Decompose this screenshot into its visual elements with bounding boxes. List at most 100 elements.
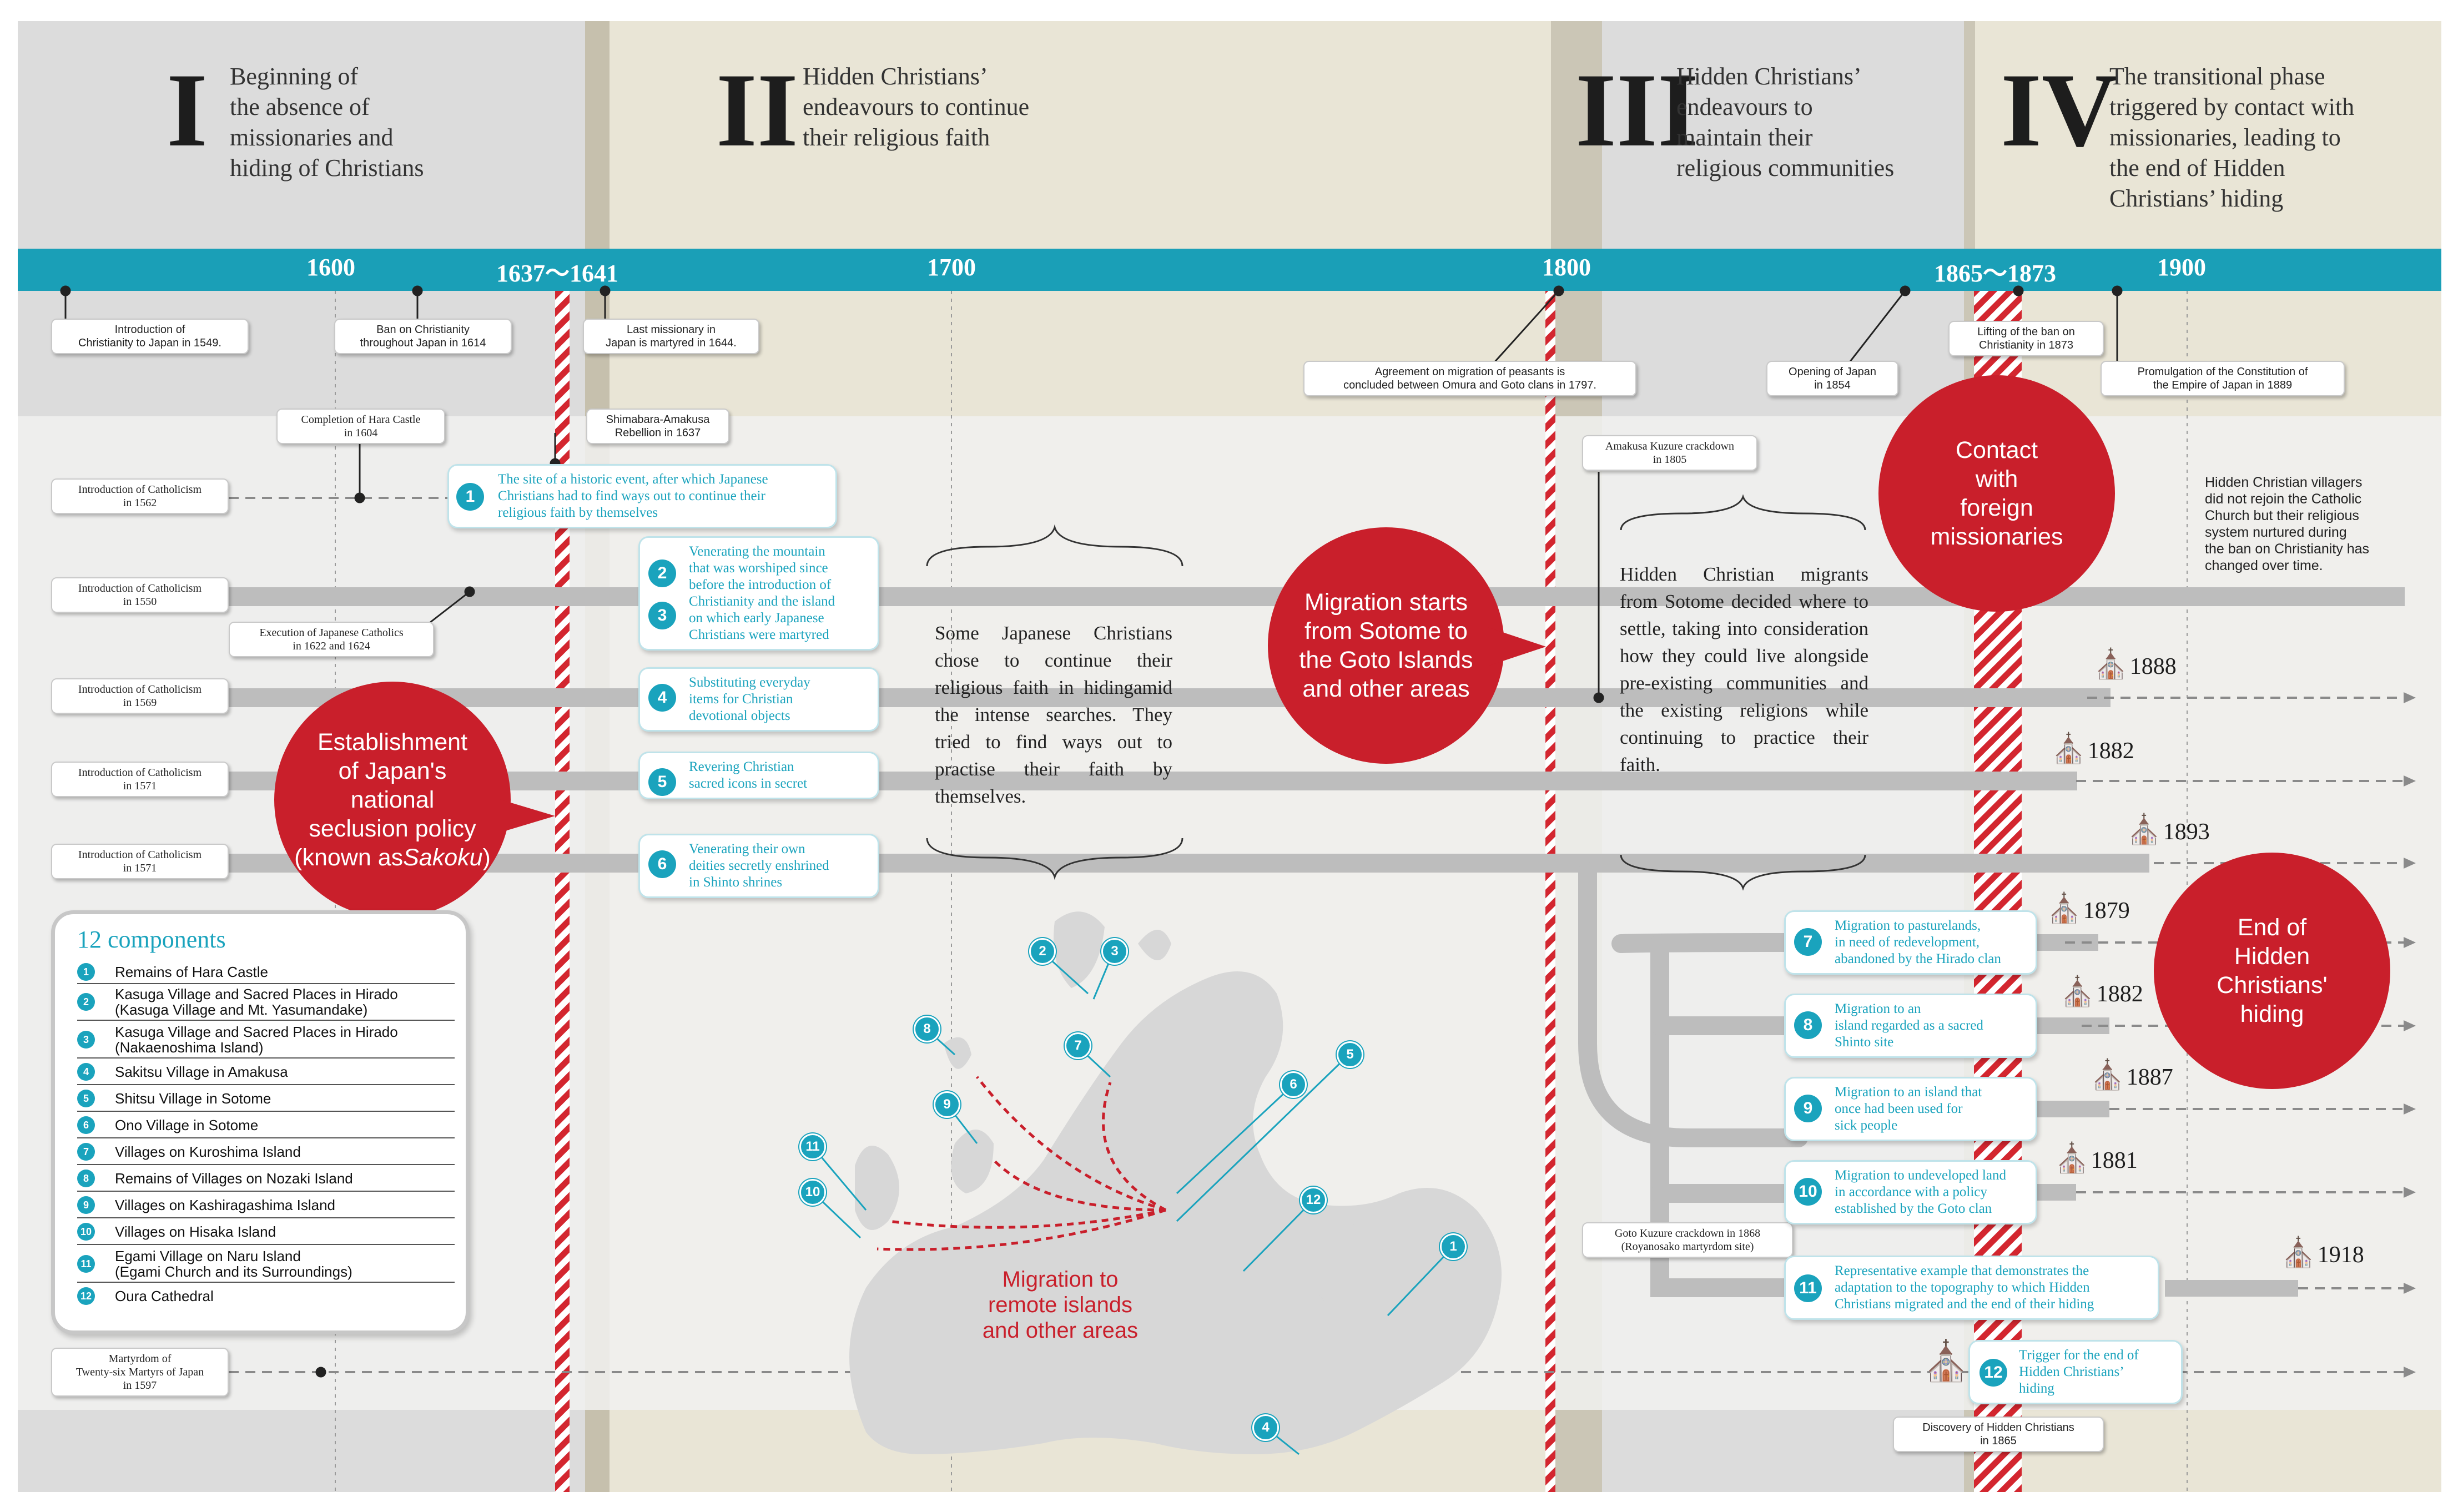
church-year-5: ⛪1882 bbox=[2059, 976, 2143, 1008]
component-box-5: Revering Christian sacred icons in secre… bbox=[638, 752, 879, 799]
end-hiding-circle: End of Hidden Christians' hiding bbox=[2154, 853, 2390, 1089]
event-1889: Promulgation of the Constitution of the … bbox=[2101, 361, 2345, 396]
seclusion-circle: Establishment of Japan's national seclus… bbox=[274, 682, 511, 918]
church-icon: ⛪ bbox=[2046, 893, 2082, 925]
event-1805: Amakusa Kuzure crackdown in 1805 bbox=[1582, 435, 1757, 471]
church-icon: ⛪ bbox=[2059, 976, 2096, 1008]
church-icon: ⛪ bbox=[2280, 1237, 2316, 1269]
year-1900: 1900 bbox=[2157, 254, 2206, 281]
year-1700: 1700 bbox=[927, 254, 976, 281]
map-marker-9: 9 bbox=[934, 1091, 960, 1118]
event-1614: Ban on Christianity throughout Japan in … bbox=[334, 319, 512, 354]
era4-paragraph: Hidden Christian villagers did not rejoi… bbox=[2205, 475, 2370, 573]
church-year-6: ⛪1887 bbox=[2089, 1060, 2173, 1091]
event-1550: Introduction of Catholicism in 1550 bbox=[51, 577, 229, 613]
map-marker-12: 12 bbox=[1300, 1187, 1327, 1213]
church-year-8: ⛪1918 bbox=[2280, 1237, 2364, 1269]
era-1-title: Beginning of the absence of missionaries… bbox=[230, 63, 424, 182]
map-marker-11: 11 bbox=[799, 1133, 826, 1160]
church-year-2: ⛪1882 bbox=[2051, 733, 2134, 765]
church-year-7: ⛪1881 bbox=[2054, 1143, 2138, 1175]
map-marker-10: 10 bbox=[799, 1179, 826, 1206]
component-num-6: 6 bbox=[648, 850, 676, 878]
event-1597: Martyrdom of Twenty-six Martyrs of Japan… bbox=[51, 1348, 229, 1397]
era3-paragraph: Hidden Christian migrants from Sotome de… bbox=[1620, 563, 1868, 775]
event-1549: Introduction of Christianity to Japan in… bbox=[51, 319, 249, 354]
event-1622: Execution of Japanese Catholics in 1622 … bbox=[229, 622, 434, 657]
component-num-1: 1 bbox=[456, 483, 484, 511]
component-box-9: Migration to an island that once had bee… bbox=[1784, 1077, 2037, 1141]
component-num-3: 3 bbox=[648, 602, 676, 629]
component-box-2-3: Venerating the mountain that was worship… bbox=[638, 536, 879, 651]
event-1569: Introduction of Catholicism in 1569 bbox=[51, 678, 229, 714]
event-1604: Completion of Hara Castle in 1604 bbox=[276, 409, 445, 444]
component-box-8: Migration to an island regarded as a sac… bbox=[1784, 994, 2037, 1058]
legend-title: 12 components bbox=[77, 926, 226, 953]
event-1865: Discovery of Hidden Christians in 1865 bbox=[1893, 1417, 2104, 1452]
event-1868: Goto Kuzure crackdown in 1868 (Royanosak… bbox=[1582, 1222, 1793, 1258]
map-marker-3: 3 bbox=[1101, 938, 1128, 965]
map-marker-6: 6 bbox=[1280, 1071, 1307, 1098]
church-year-3: ⛪1893 bbox=[2126, 814, 2210, 846]
component-num-9: 9 bbox=[1794, 1095, 1822, 1122]
church-year-1: ⛪1888 bbox=[2093, 649, 2177, 681]
event-1644: Last missionary in Japan is martyred in … bbox=[583, 319, 759, 354]
event-1854: Opening of Japan in 1854 bbox=[1766, 361, 1898, 396]
era-4-numeral: IV bbox=[2001, 52, 2118, 169]
component-box-6: Venerating their own deities secretly en… bbox=[638, 834, 879, 898]
seclusion-pointer bbox=[500, 799, 555, 833]
component-num-12: 12 bbox=[1980, 1359, 2007, 1387]
event-1571-b: Introduction of Catholicism in 1571 bbox=[51, 844, 229, 879]
event-1873: Lifting of the ban on Christianity in 18… bbox=[1948, 321, 2104, 356]
church-icon: ⛪ bbox=[2126, 814, 2162, 846]
component-box-1: The site of a historic event, after whic… bbox=[447, 464, 837, 528]
era-2-numeral: II bbox=[716, 52, 798, 169]
era-3-numeral: III bbox=[1575, 52, 1699, 169]
map-marker-7: 7 bbox=[1065, 1032, 1091, 1059]
era-1-numeral: I bbox=[167, 52, 208, 169]
component-box-10: Migration to undeveloped land in accorda… bbox=[1784, 1160, 2037, 1224]
event-1562: Introduction of Catholicism in 1562 bbox=[51, 478, 229, 514]
year-1600: 1600 bbox=[306, 254, 355, 281]
church-icon: ⛪ bbox=[2089, 1060, 2125, 1091]
contact-circle: Contact with foreign missionaries bbox=[1878, 375, 2115, 612]
map-marker-5: 5 bbox=[1337, 1041, 1363, 1068]
event-1571-a: Introduction of Catholicism in 1571 bbox=[51, 762, 229, 797]
era-2-title: Hidden Christians’ endeavours to continu… bbox=[803, 63, 1030, 151]
oura-cathedral-icon: ⛪ bbox=[1922, 1340, 1971, 1383]
year-1800: 1800 bbox=[1542, 254, 1591, 281]
church-icon: ⛪ bbox=[2054, 1143, 2090, 1175]
era-3-title: Hidden Christians’ endeavours to maintai… bbox=[1676, 63, 1895, 182]
component-box-11: Representative example that demonstrates… bbox=[1784, 1256, 2159, 1320]
church-icon: ⛪ bbox=[2051, 733, 2087, 765]
component-box-7: Migration to pasturelands, in need of re… bbox=[1784, 910, 2037, 975]
component-num-2: 2 bbox=[648, 560, 676, 587]
year-1637-1641: 1637〜1641 bbox=[496, 260, 618, 287]
migration-pointer bbox=[1488, 627, 1546, 666]
component-box-4: Substituting everyday items for Christia… bbox=[638, 667, 879, 732]
church-year-4: ⛪1879 bbox=[2046, 893, 2130, 925]
hatch-1800 bbox=[1545, 291, 1555, 1492]
event-1797: Agreement on migration of peasants is co… bbox=[1303, 361, 1636, 396]
component-num-11: 11 bbox=[1794, 1274, 1822, 1302]
component-num-8: 8 bbox=[1794, 1011, 1822, 1039]
year-bar bbox=[18, 249, 2441, 291]
migration-circle: Migration starts from Sotome to the Goto… bbox=[1268, 527, 1504, 764]
map-marker-1: 1 bbox=[1440, 1233, 1467, 1260]
era2-paragraph: Some Japanese Christians chose to contin… bbox=[935, 622, 1172, 807]
seclusion-text: Establishment of Japan's national seclus… bbox=[294, 729, 491, 871]
era-4-title: The transitional phase triggered by cont… bbox=[2109, 63, 2355, 212]
